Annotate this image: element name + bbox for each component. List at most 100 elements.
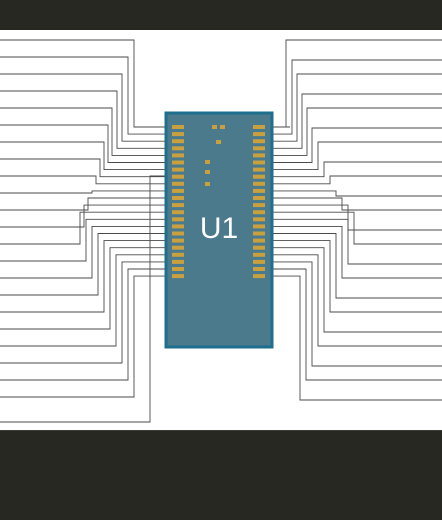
- pad-left-10[interactable]: [172, 188, 184, 193]
- trace-right-13: [265, 211, 442, 245]
- pad-right-21[interactable]: [253, 267, 265, 271]
- trace-left-5: [0, 107, 172, 156]
- trace-right-15: [265, 225, 442, 279]
- trace-left-15: [0, 225, 172, 279]
- chip-body[interactable]: [164, 111, 274, 349]
- trace-left-18: [0, 247, 172, 330]
- pad-right-16[interactable]: [253, 231, 265, 236]
- pad-left-15[interactable]: [172, 224, 184, 229]
- component-refdes: U1: [200, 212, 238, 245]
- pad-left-4[interactable]: [172, 146, 184, 151]
- inner-pad-4[interactable]: [205, 160, 210, 164]
- pad-left-1[interactable]: [172, 125, 184, 129]
- trace-left-22: [0, 275, 172, 398]
- trace-left-14: [0, 218, 172, 262]
- trace-right-21: [265, 268, 442, 381]
- pad-right-1[interactable]: [253, 125, 265, 129]
- inner-pad-5[interactable]: [205, 170, 210, 174]
- pad-right-14[interactable]: [253, 217, 265, 222]
- inner-pad-1[interactable]: [212, 125, 217, 129]
- pad-right-2[interactable]: [253, 132, 265, 137]
- trace-right-3: [265, 73, 442, 142]
- top-toolbar: [0, 0, 442, 30]
- pad-left-2[interactable]: [172, 132, 184, 137]
- pad-left-11[interactable]: [172, 196, 184, 200]
- pad-left-20[interactable]: [172, 259, 184, 264]
- trace-right-9: [265, 175, 442, 185]
- trace-left-2: [0, 56, 172, 135]
- pad-right-3[interactable]: [253, 139, 265, 144]
- trace-right-8: [265, 161, 442, 178]
- trace-right-11: [265, 197, 442, 211]
- trace-left-3: [0, 73, 172, 142]
- trace-right-2: [265, 59, 442, 135]
- trace-left-9: [0, 175, 172, 185]
- trace-right-19: [265, 254, 442, 347]
- pad-left-9[interactable]: [172, 181, 184, 186]
- pad-right-18[interactable]: [253, 245, 265, 250]
- pad-left-16[interactable]: [172, 231, 184, 236]
- trace-left-12: [0, 204, 172, 228]
- inner-pad-3[interactable]: [216, 140, 221, 144]
- trace-right-10: [265, 190, 442, 197]
- pad-left-22[interactable]: [172, 274, 184, 279]
- trace-left-19: [0, 254, 172, 347]
- trace-left-6: [0, 124, 172, 163]
- trace-left-10: [0, 190, 172, 194]
- pad-left-6[interactable]: [172, 160, 184, 165]
- pad-right-11[interactable]: [253, 196, 265, 200]
- pad-right-15[interactable]: [253, 224, 265, 229]
- pad-left-3[interactable]: [172, 139, 184, 144]
- pcb-canvas[interactable]: U1: [0, 30, 442, 430]
- pad-left-21[interactable]: [172, 267, 184, 271]
- trace-right-22: [265, 275, 442, 401]
- pad-right-13[interactable]: [253, 210, 265, 215]
- pad-right-19[interactable]: [253, 252, 265, 257]
- pad-right-5[interactable]: [253, 153, 265, 158]
- pad-left-14[interactable]: [172, 217, 184, 222]
- trace-left-16: [0, 233, 172, 296]
- trace-right-5: [265, 107, 442, 156]
- inner-pad-2[interactable]: [220, 125, 225, 129]
- trace-right-20: [265, 261, 442, 367]
- pad-left-19[interactable]: [172, 252, 184, 257]
- trace-left-4: [0, 90, 172, 149]
- pad-left-8[interactable]: [172, 174, 184, 179]
- pad-right-4[interactable]: [253, 146, 265, 151]
- pad-right-8[interactable]: [253, 174, 265, 179]
- pad-left-7[interactable]: [172, 167, 184, 172]
- pad-right-9[interactable]: [253, 181, 265, 186]
- trace-right-14: [265, 218, 442, 265]
- trace-right-16: [265, 233, 442, 299]
- bottom-panel: [0, 430, 442, 520]
- pad-right-17[interactable]: [253, 238, 265, 243]
- pad-left-13[interactable]: [172, 210, 184, 215]
- inner-trace-6: [0, 175, 172, 423]
- trace-left-11: [0, 197, 172, 211]
- pad-left-17[interactable]: [172, 238, 184, 243]
- trace-left-1: [0, 39, 172, 128]
- trace-left-20: [0, 261, 172, 364]
- pad-right-20[interactable]: [253, 259, 265, 264]
- pad-group: [172, 125, 265, 279]
- pad-right-10[interactable]: [253, 188, 265, 193]
- inner-pad-6[interactable]: [205, 182, 210, 186]
- trace-right-17: [265, 240, 442, 313]
- pad-right-22[interactable]: [253, 274, 265, 279]
- pad-left-12[interactable]: [172, 203, 184, 208]
- pad-right-12[interactable]: [253, 203, 265, 208]
- trace-right-12: [265, 204, 442, 231]
- trace-left-13: [0, 211, 172, 245]
- trace-right-7: [265, 141, 442, 171]
- trace-right-4: [265, 93, 442, 149]
- trace-left-17: [0, 240, 172, 313]
- trace-right-18: [265, 247, 442, 333]
- pad-right-7[interactable]: [253, 167, 265, 172]
- pad-left-18[interactable]: [172, 245, 184, 250]
- pad-right-6[interactable]: [253, 160, 265, 165]
- trace-left-7: [0, 141, 172, 171]
- trace-right-6: [265, 127, 442, 163]
- trace-left-8: [0, 158, 172, 178]
- trace-group: [0, 39, 442, 423]
- pad-left-5[interactable]: [172, 153, 184, 158]
